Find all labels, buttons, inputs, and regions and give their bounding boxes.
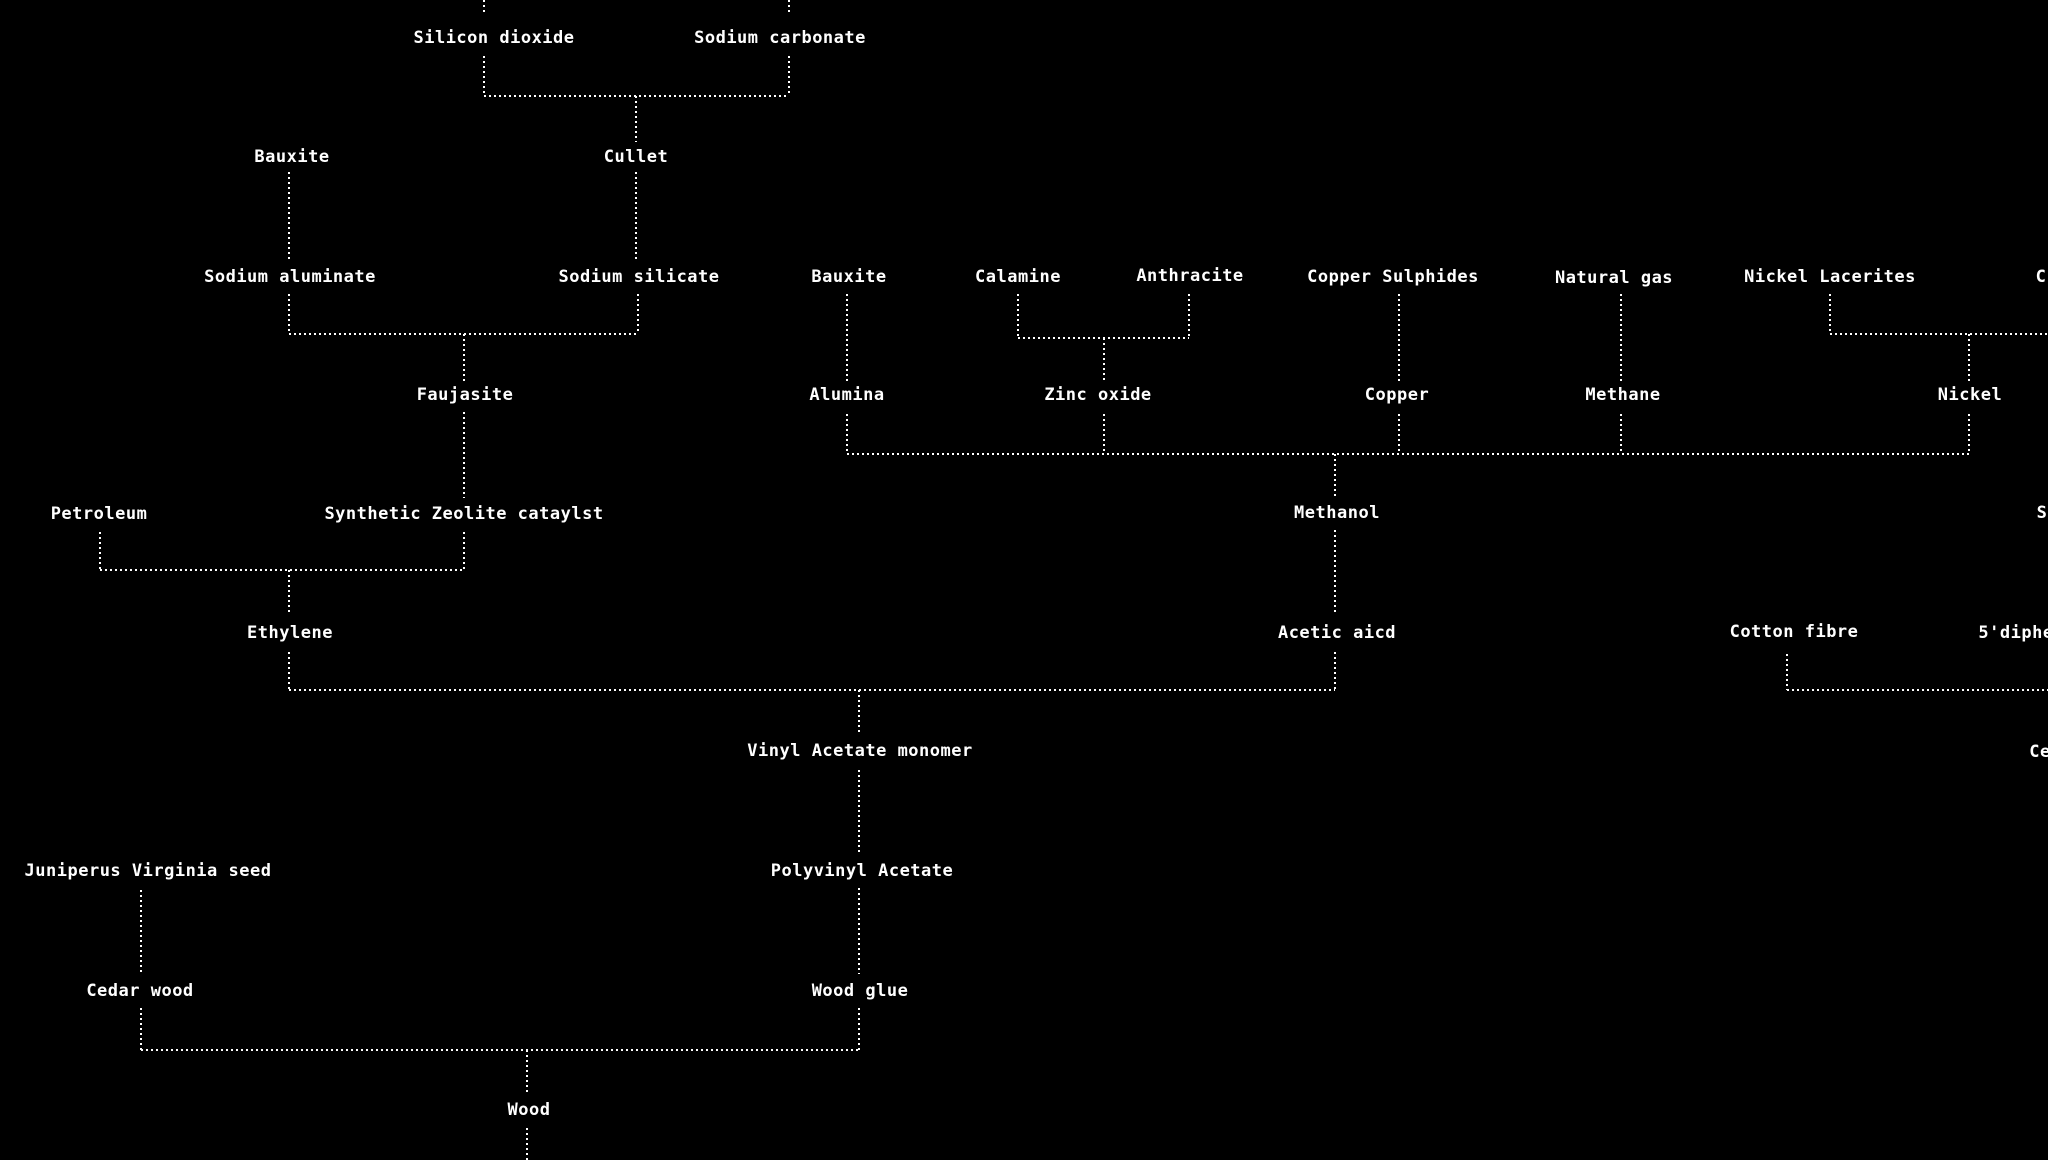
node-methanol: Methanol: [1294, 503, 1380, 523]
node-vinyl-acetate-monomer: Vinyl Acetate monomer: [747, 741, 973, 761]
node-faujasite: Faujasite: [416, 385, 514, 405]
connector-nickel: [1829, 294, 2048, 382]
node-synthetic-zeolite: Synthetic Zeolite cataylst: [324, 504, 604, 524]
node-polyvinyl-acetate: Polyvinyl Acetate: [770, 861, 954, 881]
node-ethylene: Ethylene: [247, 623, 333, 643]
node-nickel: Nickel: [1937, 385, 2003, 405]
connector-wood: [140, 1008, 860, 1094]
node-juniperus-virginia-seed: Juniperus Virginia seed: [24, 861, 272, 881]
node-sodium-silicate: Sodium silicate: [558, 267, 720, 287]
node-ce-partial: Ce: [2029, 742, 2048, 762]
node-zinc-oxide: Zinc oxide: [1044, 385, 1152, 405]
connector-zinc-oxide: [1017, 294, 1190, 382]
node-c-partial: C: [2035, 267, 2047, 287]
node-acetic-acid: Acetic aicd: [1277, 623, 1397, 643]
connector-ce: [1786, 654, 2048, 691]
node-copper: Copper: [1364, 385, 1430, 405]
node-wood-glue: Wood glue: [811, 981, 909, 1001]
node-bauxite: Bauxite: [811, 267, 887, 287]
node-silicon-dioxide: Silicon dioxide: [413, 28, 575, 48]
node-diphe-partial: 5'diphe: [1978, 623, 2048, 643]
connector-methanol: [846, 414, 1970, 498]
node-calamine: Calamine: [975, 267, 1061, 287]
node-wood: Wood: [507, 1100, 551, 1120]
connector-ethylene: [99, 532, 465, 614]
connector-stub: [483, 0, 790, 14]
node-cotton-fibre: Cotton fibre: [1729, 622, 1859, 642]
node-anthracite: Anthracite: [1136, 266, 1244, 286]
node-nickel-lacerites: Nickel Lacerites: [1744, 267, 1916, 287]
node-sodium-aluminate: Sodium aluminate: [204, 267, 376, 287]
node-bauxite: Bauxite: [254, 147, 330, 167]
node-s-partial: S: [2036, 503, 2048, 523]
node-natural-gas: Natural gas: [1554, 268, 1674, 288]
connector-faujasite: [288, 294, 639, 382]
node-alumina: Alumina: [809, 385, 885, 405]
node-methane: Methane: [1585, 385, 1661, 405]
connector-cullet: [483, 56, 790, 142]
node-copper-sulphides: Copper Sulphides: [1307, 267, 1479, 287]
node-petroleum: Petroleum: [50, 504, 148, 524]
node-cedar-wood: Cedar wood: [86, 981, 194, 1001]
node-sodium-carbonate: Sodium carbonate: [694, 28, 866, 48]
connector-vam: [288, 652, 1336, 734]
node-cullet: Cullet: [603, 147, 669, 167]
